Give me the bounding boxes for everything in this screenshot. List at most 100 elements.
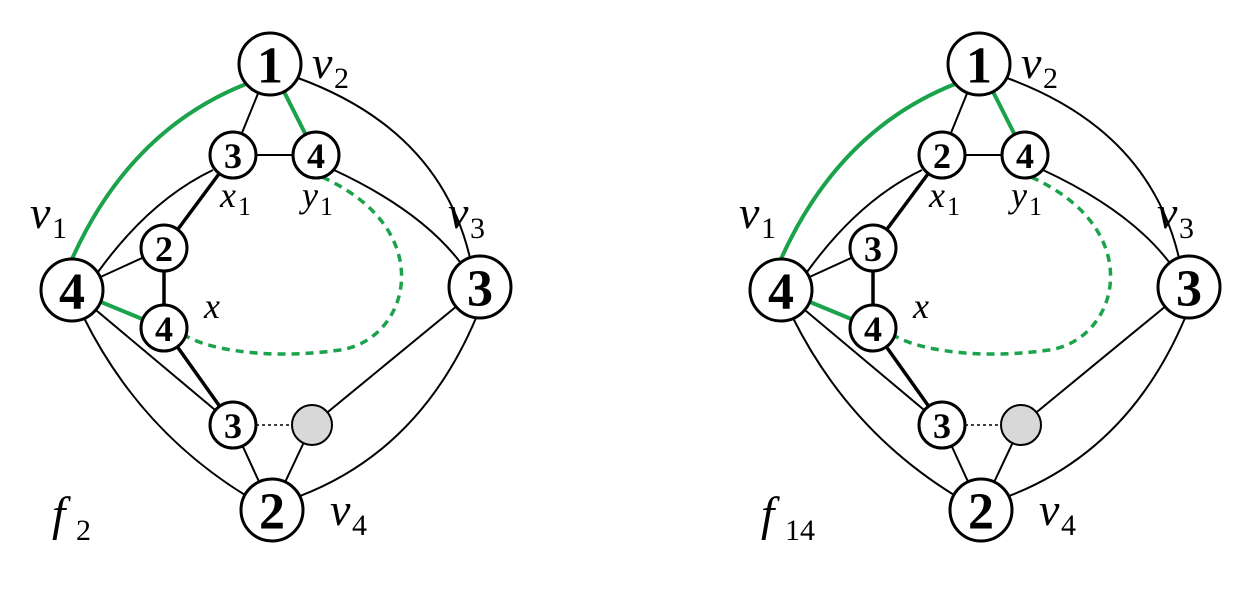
node-y1 xyxy=(1000,130,1050,180)
node-x-value: 4 xyxy=(864,309,882,349)
label-v3-main: v xyxy=(448,187,469,238)
label-x: x xyxy=(203,286,220,326)
node-v3-value: 3 xyxy=(1176,261,1202,318)
label-x1-sub: 1 xyxy=(238,192,251,221)
edge-v3-v4-curve xyxy=(1008,317,1186,497)
edge-y1-x-dashed xyxy=(185,175,404,356)
node-v4-value: 2 xyxy=(968,484,994,541)
node-w-value: 3 xyxy=(224,406,242,446)
label-y1-sub: 1 xyxy=(320,192,333,221)
node-x-value: 4 xyxy=(155,309,173,349)
edge-g-v3 xyxy=(311,286,481,426)
node-x1 xyxy=(208,130,258,180)
edge-v1-x1-curve xyxy=(97,169,214,273)
label-v2-sub: 2 xyxy=(1043,62,1058,95)
label-x1-main: x xyxy=(928,175,945,215)
node-w xyxy=(208,400,258,450)
node-w xyxy=(917,400,967,450)
label-x1-sub: 1 xyxy=(947,192,960,221)
label-x-main: x xyxy=(912,286,929,326)
label-v3-sub: 3 xyxy=(470,212,485,245)
label-v4: v xyxy=(330,484,351,535)
edge-y1-v3-curve xyxy=(333,169,461,263)
label-v1: v xyxy=(739,187,760,238)
label-v3-main: v xyxy=(1157,187,1178,238)
label-v1-main: v xyxy=(739,187,760,238)
node-w-value: 3 xyxy=(933,406,951,446)
edge-v1-v4-curve xyxy=(83,317,246,496)
edge-g-v3 xyxy=(1020,286,1190,426)
node-y1-value: 4 xyxy=(307,136,325,176)
node-v1-value: 4 xyxy=(59,264,85,321)
label-y1-main: y xyxy=(1008,175,1027,215)
node-x xyxy=(139,303,189,353)
edge-v2-v3-curve xyxy=(1006,77,1180,259)
label-v3-sub: 3 xyxy=(1179,212,1194,245)
node-v2 xyxy=(946,31,1012,97)
node-v3-value: 3 xyxy=(467,261,493,318)
node-v2 xyxy=(237,31,303,97)
label-y1: y xyxy=(299,175,318,215)
node-v1 xyxy=(39,257,105,323)
node-x1-value: 3 xyxy=(224,136,242,176)
node-v4 xyxy=(239,477,305,543)
label-x-main: x xyxy=(203,286,220,326)
edge-v1-w xyxy=(780,289,943,426)
node-v4-value: 2 xyxy=(259,484,285,541)
label-v4-main: v xyxy=(330,484,351,535)
node-v3 xyxy=(1156,254,1222,320)
node-u-value: 3 xyxy=(864,229,882,269)
node-u xyxy=(139,223,189,273)
edge-v2-v3-curve xyxy=(297,77,471,259)
label-v2: v xyxy=(1021,37,1042,88)
node-v4 xyxy=(948,477,1014,543)
face-label-sub: 2 xyxy=(76,514,91,547)
node-v3 xyxy=(447,254,513,320)
node-gray xyxy=(1000,404,1042,446)
node-y1-value: 4 xyxy=(1016,136,1034,176)
node-gray xyxy=(291,404,333,446)
node-x xyxy=(848,303,898,353)
edge-v1-x1-curve xyxy=(806,169,923,273)
edge-v1-w xyxy=(71,289,234,426)
label-v4: v xyxy=(1039,484,1060,535)
label-v1: v xyxy=(30,187,51,238)
edge-v1-v4-curve xyxy=(792,317,955,496)
node-x1 xyxy=(917,130,967,180)
label-x: x xyxy=(912,286,929,326)
label-x1: x xyxy=(928,175,945,215)
edge-y1-v3-curve xyxy=(1042,169,1170,263)
label-v1-main: v xyxy=(30,187,51,238)
label-v2-sub: 2 xyxy=(334,62,349,95)
edge-y1-x-dashed xyxy=(894,175,1113,356)
node-y1 xyxy=(291,130,341,180)
node-u xyxy=(848,223,898,273)
label-y1: y xyxy=(1008,175,1027,215)
label-v4-main: v xyxy=(1039,484,1060,535)
label-v1-sub: 1 xyxy=(761,212,776,245)
node-u-value: 2 xyxy=(155,229,173,269)
node-v1-value: 4 xyxy=(768,264,794,321)
label-x1: x xyxy=(219,175,236,215)
label-v2-main: v xyxy=(312,37,333,88)
node-v2-value: 1 xyxy=(257,38,283,95)
edge-v1-v2-curve xyxy=(70,82,247,260)
label-v3: v xyxy=(1157,187,1178,238)
label-y1-sub: 1 xyxy=(1029,192,1042,221)
node-v2-value: 1 xyxy=(966,38,992,95)
node-v1 xyxy=(748,257,814,323)
edge-v1-v2-curve xyxy=(779,82,956,260)
face-label: f xyxy=(52,488,71,541)
face-label-sub: 14 xyxy=(785,514,815,547)
label-v4-sub: 4 xyxy=(352,509,367,542)
label-v2: v xyxy=(312,37,333,88)
face-label: f xyxy=(761,488,780,541)
label-v3: v xyxy=(448,187,469,238)
node-x1-value: 2 xyxy=(933,136,951,176)
label-x1-main: x xyxy=(219,175,236,215)
label-y1-main: y xyxy=(299,175,318,215)
